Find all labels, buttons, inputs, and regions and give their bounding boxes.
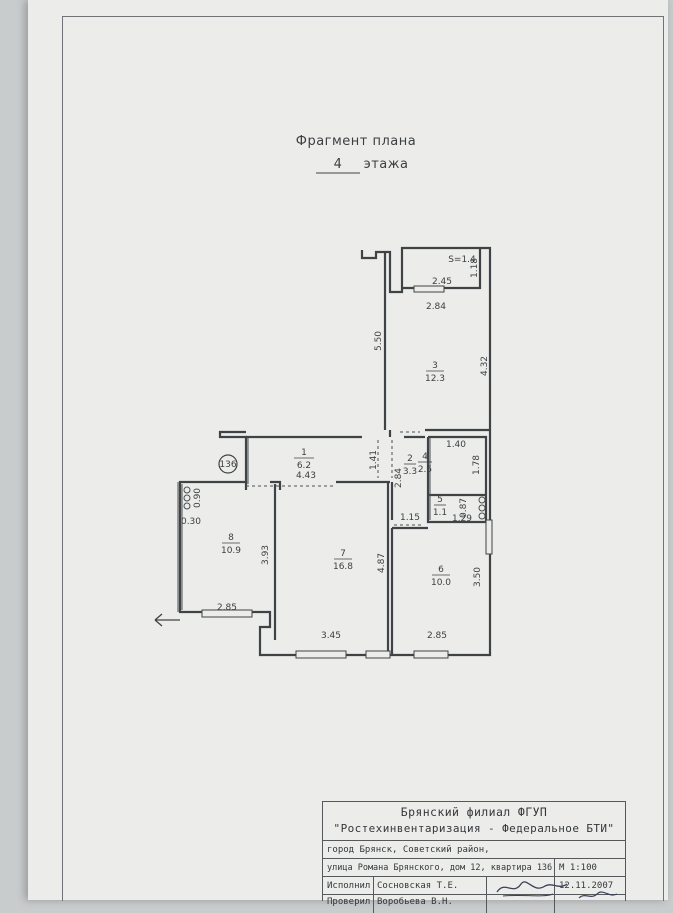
stamp-scale: М 1:100 <box>559 863 597 873</box>
outer-wall <box>178 246 492 657</box>
dimension: 0.30 <box>181 517 201 527</box>
room-area: 16.8 <box>333 562 353 572</box>
dimension: 1.15 <box>400 513 420 523</box>
drawing-frame <box>62 16 664 901</box>
dimension: 5.50 <box>374 331 384 351</box>
room-number: 8 <box>228 533 234 543</box>
room-number: 4 <box>422 452 428 462</box>
apartment-marker-circle <box>218 454 238 474</box>
room-number: 6 <box>438 565 444 575</box>
room-area: 12.3 <box>425 374 445 384</box>
plan-title: Фрагмент плана <box>296 134 417 149</box>
window <box>201 609 253 618</box>
stamp-org-line1: Брянский филиал ФГУП <box>400 805 548 819</box>
room-area: 2.5 <box>418 465 432 475</box>
dimension: 2.45 <box>432 277 452 287</box>
dimension: 1.41 <box>369 450 379 470</box>
dimension: 0.90 <box>193 488 203 508</box>
room-area: 10.9 <box>221 546 241 556</box>
dimension: 4.87 <box>377 553 387 573</box>
dimension: 0.87 <box>459 498 469 518</box>
stamp-address-row: улица Романа Брянского, дом 12, квартира… <box>323 858 625 877</box>
window <box>365 650 391 659</box>
room7-wall <box>273 482 394 655</box>
window <box>413 285 445 293</box>
stamp-org-line2: "Ростехинвентаризация - Федеральное БТИ" <box>333 822 615 835</box>
floor-number: 4 <box>334 157 343 172</box>
dimension: 1.40 <box>446 440 466 450</box>
dimension: 4.43 <box>296 471 316 481</box>
dimension: 3.45 <box>321 631 341 641</box>
window <box>485 519 493 555</box>
stamp-checker-name: Воробьева В.Н. <box>377 897 453 907</box>
plan-subtitle: этажа <box>364 157 409 172</box>
stove-icon <box>183 486 191 510</box>
dimension: 1.29 <box>452 514 472 524</box>
room-number: 2 <box>407 454 413 464</box>
dimension: 3.93 <box>261 545 271 565</box>
room-number: 7 <box>340 549 346 559</box>
stamp-address-line1: город Брянск, Советский район, <box>327 845 490 855</box>
room-area: 6.2 <box>297 461 311 471</box>
stamp-executor-name: Сосновская Т.Е. <box>377 881 459 891</box>
entrance-arrow <box>154 613 180 627</box>
dimension: 2.85 <box>427 631 447 641</box>
handwritten-signature <box>496 881 618 899</box>
room6-wall <box>390 526 428 655</box>
balcony-area: S=1.4 <box>448 255 476 265</box>
dimension: 2.85 <box>217 603 237 613</box>
plumbing-fixture-icon <box>478 496 486 520</box>
title-block-stamp: Брянский филиал ФГУП "Ростехинвентаризац… <box>322 801 626 913</box>
room3-wall <box>388 428 490 437</box>
room-number: 5 <box>437 495 443 505</box>
stamp-executor-date: 12.11.2007 <box>559 881 614 891</box>
room-area: 1.1 <box>433 508 447 518</box>
document-sheet <box>28 0 668 901</box>
window <box>295 650 347 659</box>
stamp-checker-role: Проверил <box>327 897 371 907</box>
dimension: 1.78 <box>472 455 482 475</box>
dimension: 2.84 <box>426 302 446 312</box>
room-area: 3.3 <box>403 467 417 477</box>
dimension: 2.84 <box>394 468 404 488</box>
dimension: 3.50 <box>473 567 483 587</box>
apartment-marker: 136 <box>219 460 236 470</box>
dimension: 1.18 <box>470 258 480 278</box>
dimension: 4.32 <box>480 356 490 376</box>
stamp-address-line2: улица Романа Брянского, дом 12, квартира… <box>327 863 553 873</box>
stamp-address-row: город Брянск, Советский район, <box>323 840 625 859</box>
window <box>413 650 449 659</box>
stamp-executor-role: Исполнил <box>327 881 371 891</box>
room-number: 1 <box>301 448 307 458</box>
room-area: 10.0 <box>431 578 451 588</box>
room-number: 3 <box>432 361 438 371</box>
